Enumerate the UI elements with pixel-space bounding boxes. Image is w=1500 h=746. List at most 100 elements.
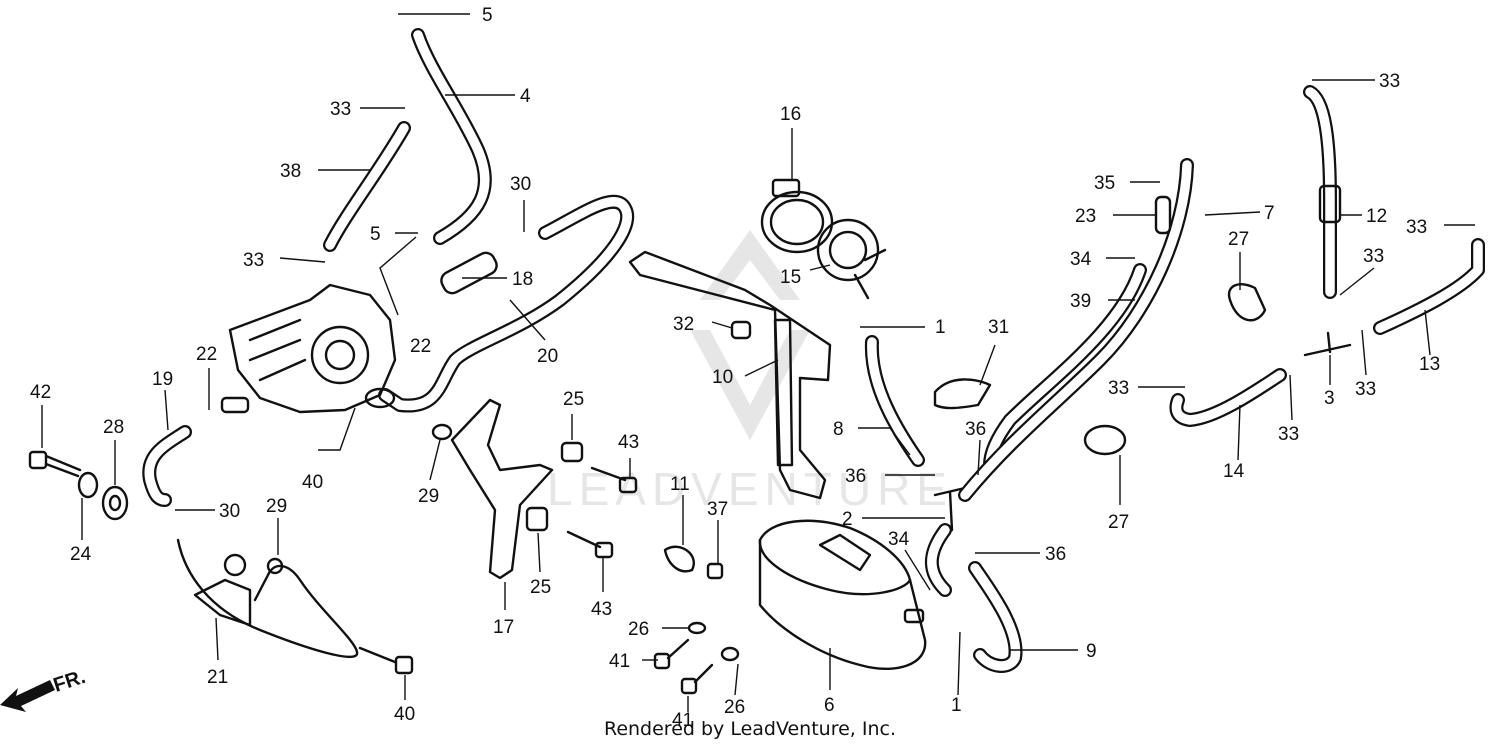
- callout-15: 15: [780, 267, 801, 288]
- callout-5: 5: [482, 5, 493, 26]
- callout-32: 32: [673, 314, 694, 335]
- callout-36: 36: [965, 419, 986, 440]
- arrow-left-icon: [0, 680, 55, 712]
- callout-30: 30: [510, 174, 531, 195]
- callout-40: 40: [394, 704, 415, 725]
- callout-31: 31: [988, 317, 1009, 338]
- hose-part-13: [1373, 238, 1485, 335]
- bolt-part-41: [653, 638, 714, 695]
- callout-34: 34: [1070, 249, 1092, 270]
- callout-36: 36: [845, 466, 866, 487]
- callout-1: 1: [951, 695, 962, 716]
- callout-33: 33: [1108, 378, 1129, 399]
- canister-part-6: [758, 519, 927, 670]
- callout-25: 25: [563, 389, 584, 410]
- bolt-part-42: [28, 450, 82, 478]
- bracket-part-10: [628, 250, 832, 500]
- callout-26: 26: [724, 697, 745, 718]
- hose-part-38: [323, 121, 411, 252]
- oring-part-29: [266, 423, 453, 575]
- callout-34: 34: [888, 529, 910, 550]
- callout-8: 8: [833, 419, 844, 440]
- callout-27: 27: [1108, 512, 1129, 533]
- hose-part-19: [142, 425, 192, 507]
- callout-43: 43: [618, 432, 639, 453]
- direction-label: FR.: [51, 666, 88, 697]
- callout-38: 38: [280, 161, 301, 182]
- callout-41: 41: [672, 710, 693, 731]
- callout-42: 42: [30, 382, 51, 403]
- bolt-part-43: [566, 466, 638, 559]
- callout-27: 27: [1228, 229, 1249, 250]
- callout-19: 19: [152, 369, 173, 390]
- watermark-text: LEADVENTURE: [547, 463, 953, 515]
- connector-part-23: [1154, 195, 1172, 235]
- front-direction-arrow: FR.: [0, 666, 88, 712]
- callout-43: 43: [591, 599, 612, 620]
- callout-35: 35: [1094, 173, 1115, 194]
- callout-40: 40: [302, 472, 323, 493]
- callout-33: 33: [1278, 424, 1299, 445]
- callout-33: 33: [330, 99, 351, 120]
- callout-14: 14: [1223, 461, 1245, 482]
- washer-part-26: [687, 621, 740, 662]
- hose-part-14: [1169, 368, 1287, 427]
- callout-11: 11: [670, 474, 690, 495]
- callout-2: 2: [842, 509, 853, 530]
- washer-part-24: [77, 471, 99, 499]
- callout-30: 30: [219, 501, 240, 522]
- nut-part-25: [525, 441, 584, 532]
- watermark: LEADVENTURE: [547, 230, 953, 515]
- tee-part-3: [1303, 331, 1352, 357]
- callout-36: 36: [1045, 544, 1066, 565]
- callout-29: 29: [418, 486, 439, 507]
- callout-39: 39: [1070, 291, 1091, 312]
- callout-22: 22: [196, 344, 217, 365]
- hose-part-7: [958, 158, 1194, 502]
- clamp-part-31: [933, 378, 992, 410]
- callout-13: 13: [1419, 354, 1440, 375]
- callout-23: 23: [1075, 206, 1096, 227]
- callout-18: 18: [512, 269, 533, 290]
- callout-33: 33: [1406, 217, 1427, 238]
- nut-part-37: [706, 562, 724, 580]
- bolt-part-40-lower: [358, 646, 414, 675]
- bracket-part-17: [450, 398, 554, 580]
- valve-part-15: [816, 218, 887, 300]
- callout-5: 5: [370, 224, 381, 245]
- hose-part-9: [968, 561, 1023, 673]
- callout-33: 33: [1379, 71, 1400, 92]
- callout-7: 7: [1264, 203, 1275, 224]
- callout-24: 24: [70, 544, 92, 565]
- pipe-part-20: [364, 194, 635, 413]
- clip-part-11: [663, 545, 695, 573]
- callout-33: 33: [1363, 246, 1384, 267]
- callout-16: 16: [780, 104, 801, 125]
- leader-lines: [41, 13, 1475, 712]
- callout-3: 3: [1324, 388, 1335, 409]
- tube-part-18: [440, 251, 498, 295]
- callout-37: 37: [707, 499, 728, 520]
- callout-1: 1: [935, 317, 946, 338]
- fuel-pump-assembly: [220, 283, 397, 414]
- callout-labels: 5 4 33 38 30 5 33 18 20 22 22 19 42 28 2…: [30, 5, 1440, 731]
- callout-4: 4: [520, 86, 531, 107]
- callout-33: 33: [243, 250, 264, 271]
- callout-12: 12: [1366, 206, 1387, 227]
- tee-part-2: [933, 486, 967, 532]
- callout-41: 41: [609, 651, 630, 672]
- callout-20: 20: [537, 346, 558, 367]
- clamp-part-16: [760, 178, 834, 254]
- footer-credit: Rendered by LeadVenture, Inc.: [603, 718, 897, 740]
- callout-17: 17: [493, 617, 514, 638]
- pipe-part-21: [176, 538, 359, 659]
- callout-6: 6: [824, 695, 835, 716]
- callout-33: 33: [1355, 379, 1376, 400]
- clamp-part-27: [1083, 283, 1267, 456]
- hose-part-8: [864, 335, 925, 467]
- callout-25: 25: [530, 577, 551, 598]
- hose-part-34: [924, 523, 952, 597]
- hose-part-4: [411, 28, 492, 245]
- hose-part-12: [1303, 85, 1342, 299]
